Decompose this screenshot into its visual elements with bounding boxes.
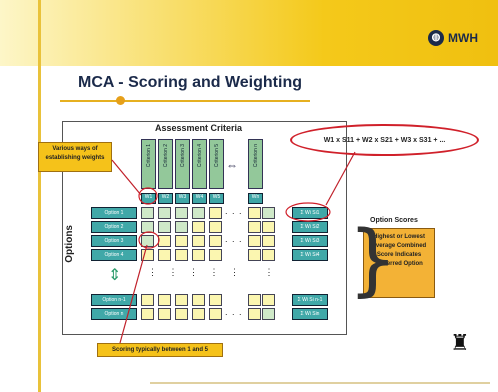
option-score-cell: Σ Wi Si4 xyxy=(292,249,328,261)
score-cell xyxy=(209,308,222,320)
criterion-column: Criterion n xyxy=(248,139,263,189)
option-score-cell: Σ Wi Si3 xyxy=(292,235,328,247)
score-cell xyxy=(209,207,222,219)
option-label: Option n-1 xyxy=(91,294,137,306)
score-cell xyxy=(175,249,188,261)
score-cell xyxy=(192,249,205,261)
score-cell xyxy=(192,207,205,219)
score-cell xyxy=(262,207,275,219)
weights-note: Various ways of establishing weights xyxy=(38,142,112,172)
score-cell xyxy=(175,308,188,320)
score-highlight-ellipse xyxy=(138,231,160,249)
option-label: Option n xyxy=(91,308,137,320)
weight-cell: W2 xyxy=(158,193,173,204)
decorative-vertical-line xyxy=(38,0,41,392)
globe-icon: ◍ xyxy=(428,30,444,46)
score-cell xyxy=(262,249,275,261)
score-cell xyxy=(141,294,154,306)
option-label: Option 2 xyxy=(91,221,137,233)
score-cell xyxy=(262,235,275,247)
mwh-logo: ◍ MWH xyxy=(428,30,478,46)
matrix-ellipsis: . . . xyxy=(225,206,243,216)
matrix-ellipsis: . . . xyxy=(225,307,243,317)
criterion-column: Criterion 2 xyxy=(158,139,173,189)
score-cell xyxy=(262,294,275,306)
title-underline-dot xyxy=(116,96,125,105)
option-score-cell: Σ Wi Si1 xyxy=(292,207,328,219)
scoring-pointer-line xyxy=(119,244,148,344)
logo-text: MWH xyxy=(448,31,478,45)
score-cell xyxy=(209,221,222,233)
option-score-cell: Σ Wi Sin xyxy=(292,308,328,320)
score-cell xyxy=(158,308,171,320)
formula-pointer-line xyxy=(325,151,356,206)
option-label: Option 1 xyxy=(91,207,137,219)
score-cell xyxy=(192,308,205,320)
double-arrow-vertical-icon: ⇕ xyxy=(108,267,122,284)
weight-cell: W3 xyxy=(175,193,190,204)
score-cell xyxy=(209,294,222,306)
weights-pointer-line xyxy=(111,159,142,196)
formula-ellipse: W1 x S11 + W2 x S21 + W3 x S31 + ... xyxy=(290,124,479,156)
score-cell xyxy=(248,235,261,247)
weight-cell: W5 xyxy=(209,193,224,204)
option-label: Option 3 xyxy=(91,235,137,247)
weight-highlight-ellipse xyxy=(138,187,158,205)
matrix-ellipsis: . . . xyxy=(225,234,243,244)
criterion-column: Criterion 5 xyxy=(209,139,224,189)
score-cell xyxy=(158,249,171,261)
slide-title: MCA - Scoring and Weighting xyxy=(78,74,302,91)
puzzle-icon: ♜ xyxy=(450,330,470,355)
score-cell xyxy=(192,235,205,247)
formula-text: W1 x S11 + W2 x S21 + W3 x S31 + ... xyxy=(323,136,446,144)
score-sum-highlight-ellipse xyxy=(285,202,331,222)
score-cell xyxy=(141,235,154,247)
criterion-column: Criterion 3 xyxy=(175,139,190,189)
weight-cell: Wn xyxy=(248,193,263,204)
score-cell xyxy=(248,249,261,261)
header-band xyxy=(0,0,498,66)
score-cell xyxy=(248,294,261,306)
criterion-column: Criterion 4 xyxy=(192,139,207,189)
score-cell xyxy=(209,235,222,247)
score-cell xyxy=(175,207,188,219)
option-score-cell: Σ Wi Si n-1 xyxy=(292,294,328,306)
score-cell xyxy=(192,294,205,306)
result-note: Highest or Lowest Average Combined Score… xyxy=(363,228,435,298)
score-cell xyxy=(192,221,205,233)
option-scores-label: Option Scores xyxy=(370,217,418,224)
footer-line xyxy=(150,382,490,384)
score-cell xyxy=(248,308,261,320)
score-cell xyxy=(262,221,275,233)
score-cell xyxy=(209,249,222,261)
curly-brace: } xyxy=(348,215,398,305)
score-cell xyxy=(158,294,171,306)
score-cell xyxy=(141,207,154,219)
option-label: Option 4 xyxy=(91,249,137,261)
score-cell xyxy=(175,235,188,247)
score-cell xyxy=(175,294,188,306)
weight-cell: W4 xyxy=(192,193,207,204)
score-cell xyxy=(158,221,171,233)
score-cell xyxy=(141,249,154,261)
matrix-vertical-ellipsis: ⋮ ⋮ ⋮ ⋮ ⋮ ⋮ xyxy=(148,267,275,277)
double-arrow-icon: ⇔ xyxy=(226,158,238,172)
score-cell xyxy=(158,207,171,219)
score-cell xyxy=(248,207,261,219)
score-cell xyxy=(175,221,188,233)
scoring-note: Scoring typically between 1 and 5 xyxy=(97,343,223,357)
title-underline xyxy=(60,100,310,102)
score-cell xyxy=(262,308,275,320)
score-cell xyxy=(141,308,154,320)
score-cell xyxy=(248,221,261,233)
assessment-criteria-title: Assessment Criteria xyxy=(155,123,243,133)
